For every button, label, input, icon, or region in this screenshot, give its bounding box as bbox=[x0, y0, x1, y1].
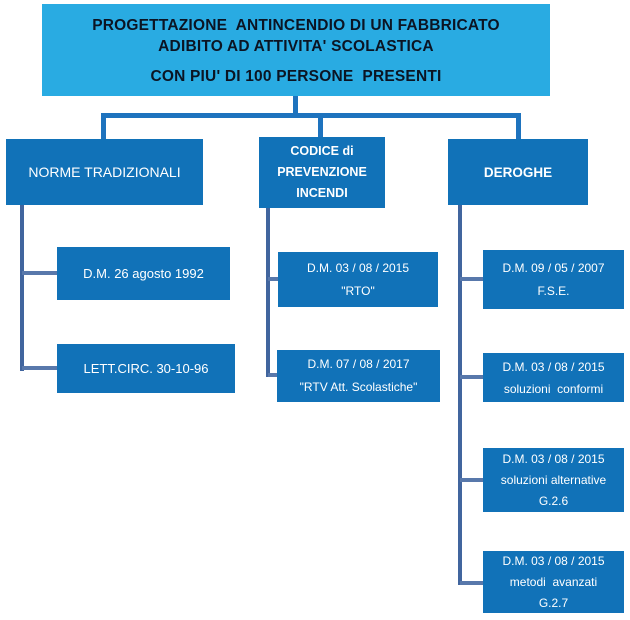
root-heading: PROGETTAZIONE ANTINCENDIO DI UN FABBRICA… bbox=[92, 16, 500, 55]
connector-norme-stub-2 bbox=[22, 366, 57, 370]
connector-drop-norme bbox=[101, 116, 106, 140]
node-lett-circ-30-10-96: LETT.CIRC. 30-10-96 bbox=[57, 344, 235, 393]
connector-deroghe-vertical bbox=[458, 205, 462, 585]
connector-deroghe-stub-2 bbox=[460, 375, 483, 379]
connector-deroghe-stub-3 bbox=[460, 478, 483, 482]
connector-drop-codice bbox=[318, 116, 323, 138]
node-dm-03-08-2015-rto: D.M. 03 / 08 / 2015 "RTO" bbox=[278, 252, 438, 307]
node-deroghe: DEROGHE bbox=[448, 139, 588, 205]
connector-norme-stub-1 bbox=[22, 271, 57, 275]
node-codice-prevenzione-incendi: CODICE di PREVENZIONE INCENDI bbox=[259, 137, 385, 208]
connector-deroghe-stub-4 bbox=[460, 581, 483, 585]
root-node: PROGETTAZIONE ANTINCENDIO DI UN FABBRICA… bbox=[42, 4, 550, 96]
connector-codice-vertical bbox=[266, 208, 270, 377]
node-dm-03-08-2015-soluzioni-conformi: D.M. 03 / 08 / 2015 soluzioni conformi bbox=[483, 353, 624, 402]
node-dm-07-08-2017-rtv: D.M. 07 / 08 / 2017 "RTV Att. Scolastich… bbox=[277, 350, 440, 402]
node-dm-26-agosto-1992: D.M. 26 agosto 1992 bbox=[57, 247, 230, 300]
node-norme-tradizionali: NORME TRADIZIONALI bbox=[6, 139, 203, 205]
connector-norme-vertical bbox=[20, 205, 24, 371]
root-subheading: CON PIU' DI 100 PERSONE PRESENTI bbox=[150, 67, 442, 85]
connector-branch-crossbar bbox=[101, 113, 521, 118]
node-dm-03-08-2015-soluzioni-alternative: D.M. 03 / 08 / 2015 soluzioni alternativ… bbox=[483, 448, 624, 512]
node-dm-03-08-2015-metodi-avanzati: D.M. 03 / 08 / 2015 metodi avanzati G.2.… bbox=[483, 551, 624, 613]
node-dm-09-05-2007-fse: D.M. 09 / 05 / 2007 F.S.E. bbox=[483, 250, 624, 309]
connector-codice-stub-2 bbox=[268, 373, 277, 377]
connector-codice-stub-1 bbox=[268, 277, 278, 281]
connector-drop-deroghe bbox=[516, 116, 521, 140]
connector-deroghe-stub-1 bbox=[460, 277, 483, 281]
connector-root-stem bbox=[293, 96, 298, 115]
